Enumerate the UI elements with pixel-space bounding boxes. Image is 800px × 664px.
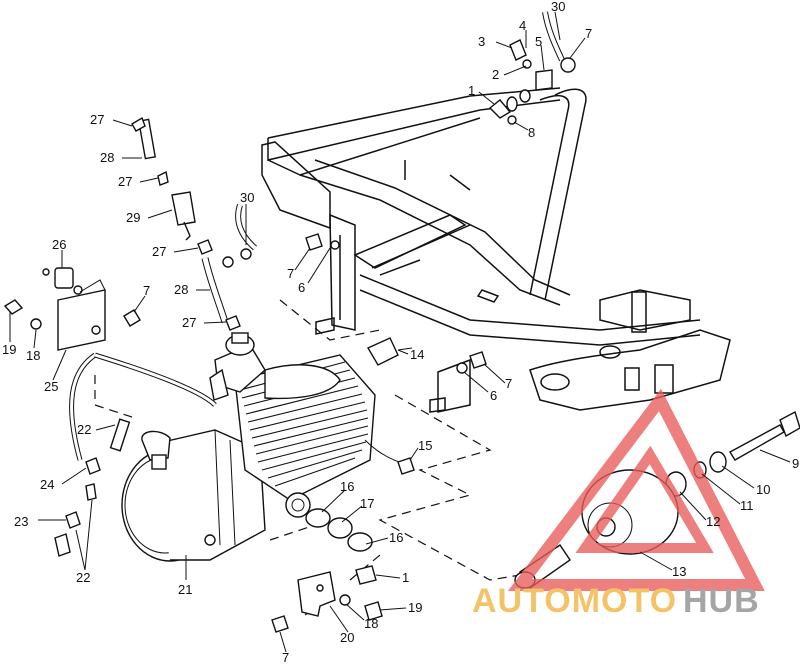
callout-label: 18 [364,616,378,631]
callout-label: 21 [178,582,192,597]
callout-label: 2 [492,67,499,82]
callout-label: 27 [152,244,166,259]
callout-label: 1 [468,83,475,98]
callout-label: 7 [585,26,592,41]
callout-label: 16 [389,530,403,545]
callout-label: 30 [551,0,565,14]
callout-label: 7 [287,266,294,281]
callout-label: 10 [756,482,770,497]
callout-label: 28 [174,282,188,297]
callout-label: 28 [100,150,114,165]
callout-label: 11 [740,498,754,513]
callout-label: 7 [505,376,512,391]
callout-label: 27 [90,112,104,127]
callout-label: 1 [402,570,409,585]
engine-assembly [121,332,411,562]
callout-label: 7 [143,283,150,298]
callout-label: 6 [298,280,305,295]
callout-label: 20 [340,630,354,645]
callout-label: 26 [52,237,66,252]
callout-label: 29 [126,210,140,225]
fuel-lines [69,11,565,461]
fasteners-and-fittings [3,39,800,633]
callout-label: 7 [282,650,289,664]
callout-label: 30 [240,190,254,205]
callout-label: 14 [410,347,424,362]
callout-label: 27 [182,315,196,330]
callout-label: 18 [26,348,40,363]
callout-label: 23 [14,514,28,529]
callout-label: 12 [706,514,720,529]
callout-label: 22 [77,422,91,437]
callout-label: 15 [418,438,432,453]
callout-label: 8 [528,125,535,140]
callout-label: 22 [76,570,90,585]
callout-label: 25 [44,379,58,394]
callout-label: 3 [478,34,485,49]
callout-label: 19 [2,342,16,357]
watermark-text-primary: AUTOMOTO [472,582,677,620]
callout-label: 6 [490,388,497,403]
callout-label: 24 [40,477,54,492]
watermark-logo: AUTOMOTO HUB [472,388,765,620]
callout-leaders [9,11,791,653]
callout-label: 9 [792,456,799,471]
vehicle-frame [261,87,731,413]
callout-label: 27 [118,174,132,189]
watermark-triangle-outer [507,388,765,591]
watermark-triangle-inner [575,445,714,553]
callout-label: 16 [340,479,354,494]
callout-label: 5 [535,34,542,49]
callout-label: 19 [408,600,422,615]
callout-label: 4 [519,18,526,33]
callout-label: 17 [360,496,374,511]
callout-label: 13 [672,564,686,579]
watermark-text-secondary: HUB [683,582,760,620]
